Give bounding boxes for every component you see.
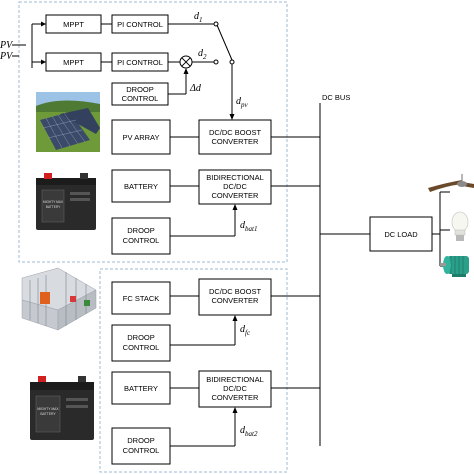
dcdc-boost-converter-2-line2: CONVERTER <box>212 296 260 305</box>
fc-stack-block <box>111 281 171 315</box>
dc-bus-label: DC BUS <box>322 93 350 102</box>
battery-2-brand-line2: BATTERY <box>40 412 56 416</box>
electric-motor-icon <box>440 256 469 277</box>
droop-control-block-4 <box>111 427 171 465</box>
dc-load-label: DC LOAD <box>384 230 418 239</box>
signal-delta-d: Δd <box>189 83 202 94</box>
droop-control-block-1-line1: DROOP <box>126 85 154 94</box>
battery-1-brand-line2: BATTERY <box>46 205 61 209</box>
battery-block-2 <box>111 371 171 405</box>
droop-control-block-2-line1: DROOP <box>127 226 155 235</box>
dcdc-boost-converter-2 <box>198 278 272 316</box>
selector-switch <box>216 24 233 61</box>
signal-d1: d1 <box>194 11 203 24</box>
bidirectional-converter-2-line2: DC/DC <box>223 384 247 393</box>
mppt-block-1-label: MPPT <box>63 20 84 29</box>
bidirectional-converter-1-line1: BIDIRECTIONAL <box>206 173 264 182</box>
droop-control-block-4-line2: CONTROL <box>123 446 160 455</box>
bidirectional-converter-2 <box>198 370 272 408</box>
battery-block-1-label: BATTERY <box>124 182 158 191</box>
fc-stack-block-label: FC STACK <box>123 294 160 303</box>
mppt-block-2-label: MPPT <box>63 58 84 67</box>
dcdc-boost-converter-1-line2: CONVERTER <box>212 137 260 146</box>
battery-1-brand-line1: MIGHTY MAX <box>43 200 64 204</box>
signal-dpv: dpv <box>236 96 249 109</box>
battery-2-brand-line1: MIGHTY MAX <box>37 407 59 411</box>
signal-dbat2: dbat2 <box>240 425 258 438</box>
ceiling-fan-icon <box>428 174 474 192</box>
bidirectional-converter-1 <box>198 169 272 205</box>
droop-control-block-2 <box>111 217 171 255</box>
signal-d2: d2 <box>198 48 207 61</box>
dcdc-boost-converter-2-line1: DC/DC BOOST <box>209 287 262 296</box>
pv-array-photo <box>36 92 100 152</box>
bidirectional-converter-1-line2: DC/DC <box>223 182 247 191</box>
bidirectional-converter-2-line1: BIDIRECTIONAL <box>206 375 264 384</box>
battery-1-photo: MIGHTY MAX BATTERY <box>36 173 96 230</box>
droop-control-block-3 <box>111 324 171 362</box>
droop-control-block-3-line2: CONTROL <box>123 343 160 352</box>
battery-block-1 <box>111 169 171 203</box>
pi-control-block-2-label: PI CONTROL <box>117 58 163 67</box>
signal-dfc: dfc <box>240 324 251 337</box>
dc-load-block <box>369 216 433 252</box>
battery-2-photo: MIGHTY MAX BATTERY <box>30 376 94 440</box>
dcdc-boost-converter-1 <box>198 119 272 155</box>
dcdc-boost-converter-1-line1: DC/DC BOOST <box>209 128 262 137</box>
pv-battery-group-border <box>18 1 288 263</box>
signal-dbat1: dbat1 <box>240 220 257 233</box>
pv-array-block-label: PV ARRAY <box>123 133 160 142</box>
droop-control-block-1-line2: CONTROL <box>122 94 159 103</box>
fuel-cell-stack-photo <box>21 267 97 331</box>
droop-control-block-2-line2: CONTROL <box>123 236 160 245</box>
droop-control-block-3-line1: DROOP <box>127 333 155 342</box>
battery-block-2-label: BATTERY <box>124 384 158 393</box>
bidirectional-converter-2-line3: CONVERTER <box>212 393 260 402</box>
droop-control-block-4-line1: DROOP <box>127 436 155 445</box>
input-pv-bottom-label: PV <box>0 51 14 62</box>
bidirectional-converter-1-line3: CONVERTER <box>212 191 260 200</box>
pv-array-block <box>111 119 171 155</box>
light-bulb-icon <box>451 211 469 241</box>
pi-control-block-1-label: PI CONTROL <box>117 20 163 29</box>
input-pv-top-label: PV <box>0 40 14 51</box>
